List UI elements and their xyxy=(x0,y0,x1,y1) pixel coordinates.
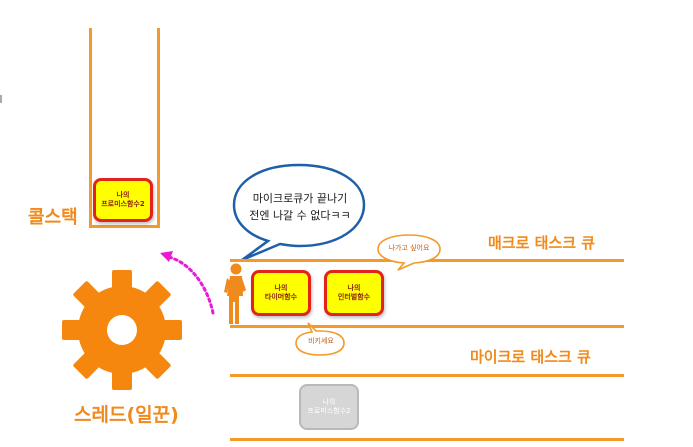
micro-task-promise-line2: 프로미스함수2 xyxy=(307,407,351,415)
call-stack-label: 콜스택 xyxy=(28,207,78,228)
macro-task-timer-line2: 타이머함수 xyxy=(264,293,298,301)
macro-task-interval: 나의 인터벌함수 xyxy=(324,270,384,316)
macro-task-timer-line1: 나의 xyxy=(274,283,288,292)
macro-bubble xyxy=(377,234,441,271)
micro-task-promise: 나의 프로미스함수2 xyxy=(299,384,359,430)
call-stack-left-wall xyxy=(89,28,92,228)
macro-bubble-text: 나가고 싶어요 xyxy=(388,244,430,252)
speech-bubble-line2: 전엔 나갈 수 없다ㅋㅋ xyxy=(249,209,351,223)
speech-bubble xyxy=(232,163,366,262)
person-bubble-text: 비키세요 xyxy=(308,337,334,345)
call-stack-bottom xyxy=(89,225,160,228)
micro-task-promise-line1: 나의 xyxy=(322,397,336,406)
call-stack-task: 나의 프로미스함수2 xyxy=(93,178,153,222)
micro-queue-top-rail xyxy=(230,374,624,377)
micro-queue-label: 마이크로 태스크 큐 xyxy=(470,348,591,366)
macro-queue-label: 매크로 태스크 큐 xyxy=(488,234,596,252)
thread-label: 스레드(일꾼) xyxy=(74,404,179,426)
gear-icon xyxy=(62,270,182,390)
micro-queue-bottom-rail xyxy=(230,438,624,441)
speech-bubble-text: 마이크로큐가 끝나기 전엔 나갈 수 없다ㅋㅋ xyxy=(240,190,360,224)
macro-task-interval-line2: 인터벌함수 xyxy=(337,293,371,301)
speech-bubble-line1: 마이크로큐가 끝나기 xyxy=(252,192,348,205)
person-icon xyxy=(224,263,246,324)
person-bubble xyxy=(295,322,345,356)
call-stack-right-wall xyxy=(157,28,160,228)
curved-arrow-icon xyxy=(160,251,215,315)
macro-queue-bottom-rail xyxy=(230,325,624,328)
call-stack-task-line1: 나의 xyxy=(116,190,130,199)
edge-dot xyxy=(0,95,2,103)
macro-task-interval-line1: 나의 xyxy=(347,283,361,292)
macro-task-timer: 나의 타이머함수 xyxy=(251,270,311,316)
call-stack-task-line2: 프로미스함수2 xyxy=(101,200,145,208)
